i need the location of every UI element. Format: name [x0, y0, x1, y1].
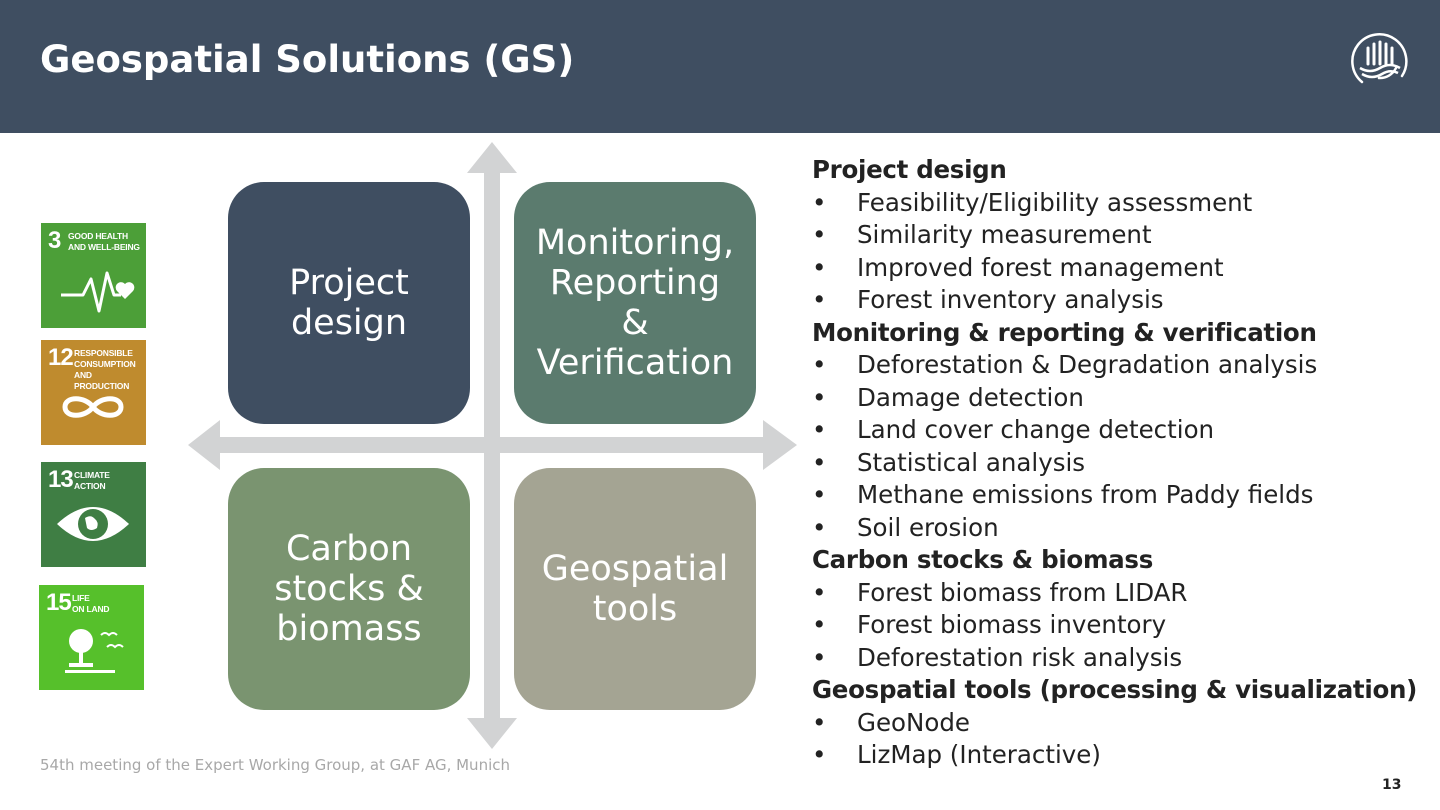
quadrant-label: Geospatial tools — [541, 549, 729, 629]
list-item: LizMap (Interactive) — [812, 739, 1422, 772]
list-item: Improved forest management — [812, 252, 1422, 285]
sdg-number: 13 — [48, 466, 74, 493]
list-item: Forest inventory analysis — [812, 284, 1422, 317]
quadrant-label: Project design — [289, 263, 409, 343]
slide-header: Geospatial Solutions (GS) — [0, 0, 1440, 133]
sdg-label: CLIMATE ACTION — [74, 470, 110, 491]
sdg-label: GOOD HEALTH AND WELL-BEING — [68, 231, 140, 252]
page-number: 13 — [1382, 777, 1402, 793]
monitoring-list: Deforestation & Degradation analysis Dam… — [812, 349, 1422, 544]
section-heading-geospatial-tools: Geospatial tools (processing & visualiza… — [812, 675, 1418, 704]
quadrant-label: Monitoring, Reporting & Verification — [535, 223, 735, 383]
list-item: Feasibility/Eligibility assessment — [812, 187, 1422, 220]
list-item: Soil erosion — [812, 512, 1422, 545]
solutions-list: Project design Feasibility/Eligibility a… — [812, 154, 1422, 772]
quadrant-monitoring-reporting-verification: Monitoring, Reporting & Verification — [514, 182, 756, 424]
sdg-number: 3 — [48, 227, 61, 254]
section-heading-carbon: Carbon stocks & biomass — [812, 545, 1153, 574]
wave-logo-icon — [1351, 33, 1408, 84]
carbon-list: Forest biomass from LIDAR Forest biomass… — [812, 577, 1422, 675]
quadrant-geospatial-tools: Geospatial tools — [514, 468, 756, 710]
tree-birds-icon — [65, 629, 124, 673]
section-heading-project-design: Project design — [812, 155, 1007, 184]
quadrant-diagram: Project design Monitoring, Reporting & V… — [185, 140, 800, 752]
sdg-label: LIFE ON LAND — [72, 593, 110, 614]
list-item: Damage detection — [812, 382, 1422, 415]
cross-arrows-icon — [188, 142, 797, 749]
list-item: GeoNode — [812, 707, 1422, 740]
sdg-3-good-health-tile: 3 GOOD HEALTH AND WELL-BEING — [41, 223, 146, 328]
list-item: Statistical analysis — [812, 447, 1422, 480]
list-item: Methane emissions from Paddy fields — [812, 479, 1422, 512]
heartbeat-icon — [61, 271, 135, 313]
list-item: Similarity measurement — [812, 219, 1422, 252]
sdg-label: RESPONSIBLE CONSUMPTION AND PRODUCTION — [74, 348, 136, 391]
list-item: Forest biomass from LIDAR — [812, 577, 1422, 610]
project-design-list: Feasibility/Eligibility assessment Simil… — [812, 187, 1422, 317]
quadrant-project-design: Project design — [228, 182, 470, 424]
list-item: Forest biomass inventory — [812, 609, 1422, 642]
sdg-13-climate-action-tile: 13 CLIMATE ACTION — [41, 462, 146, 567]
section-heading-monitoring: Monitoring & reporting & verification — [812, 317, 1317, 347]
sdg-12-responsible-consumption-tile: 12 RESPONSIBLE CONSUMPTION AND PRODUCTIO… — [41, 340, 146, 445]
quadrant-carbon-stocks-biomass: Carbon stocks & biomass — [228, 468, 470, 710]
geospatial-tools-list: GeoNode LizMap (Interactive) — [812, 707, 1422, 772]
eye-globe-icon — [57, 507, 129, 541]
sdg-number: 12 — [48, 344, 74, 371]
list-item: Deforestation & Degradation analysis — [812, 349, 1422, 382]
list-item: Deforestation risk analysis — [812, 642, 1422, 675]
slide-title: Geospatial Solutions (GS) — [40, 38, 575, 81]
list-item: Land cover change detection — [812, 414, 1422, 447]
infinity-loop-icon — [62, 396, 124, 418]
slide-footer: 54th meeting of the Expert Working Group… — [40, 756, 510, 774]
sdg-15-life-on-land-tile: 15 LIFE ON LAND — [39, 585, 144, 690]
sdg-number: 15 — [46, 589, 72, 616]
quadrant-label: Carbon stocks & biomass — [274, 529, 424, 649]
